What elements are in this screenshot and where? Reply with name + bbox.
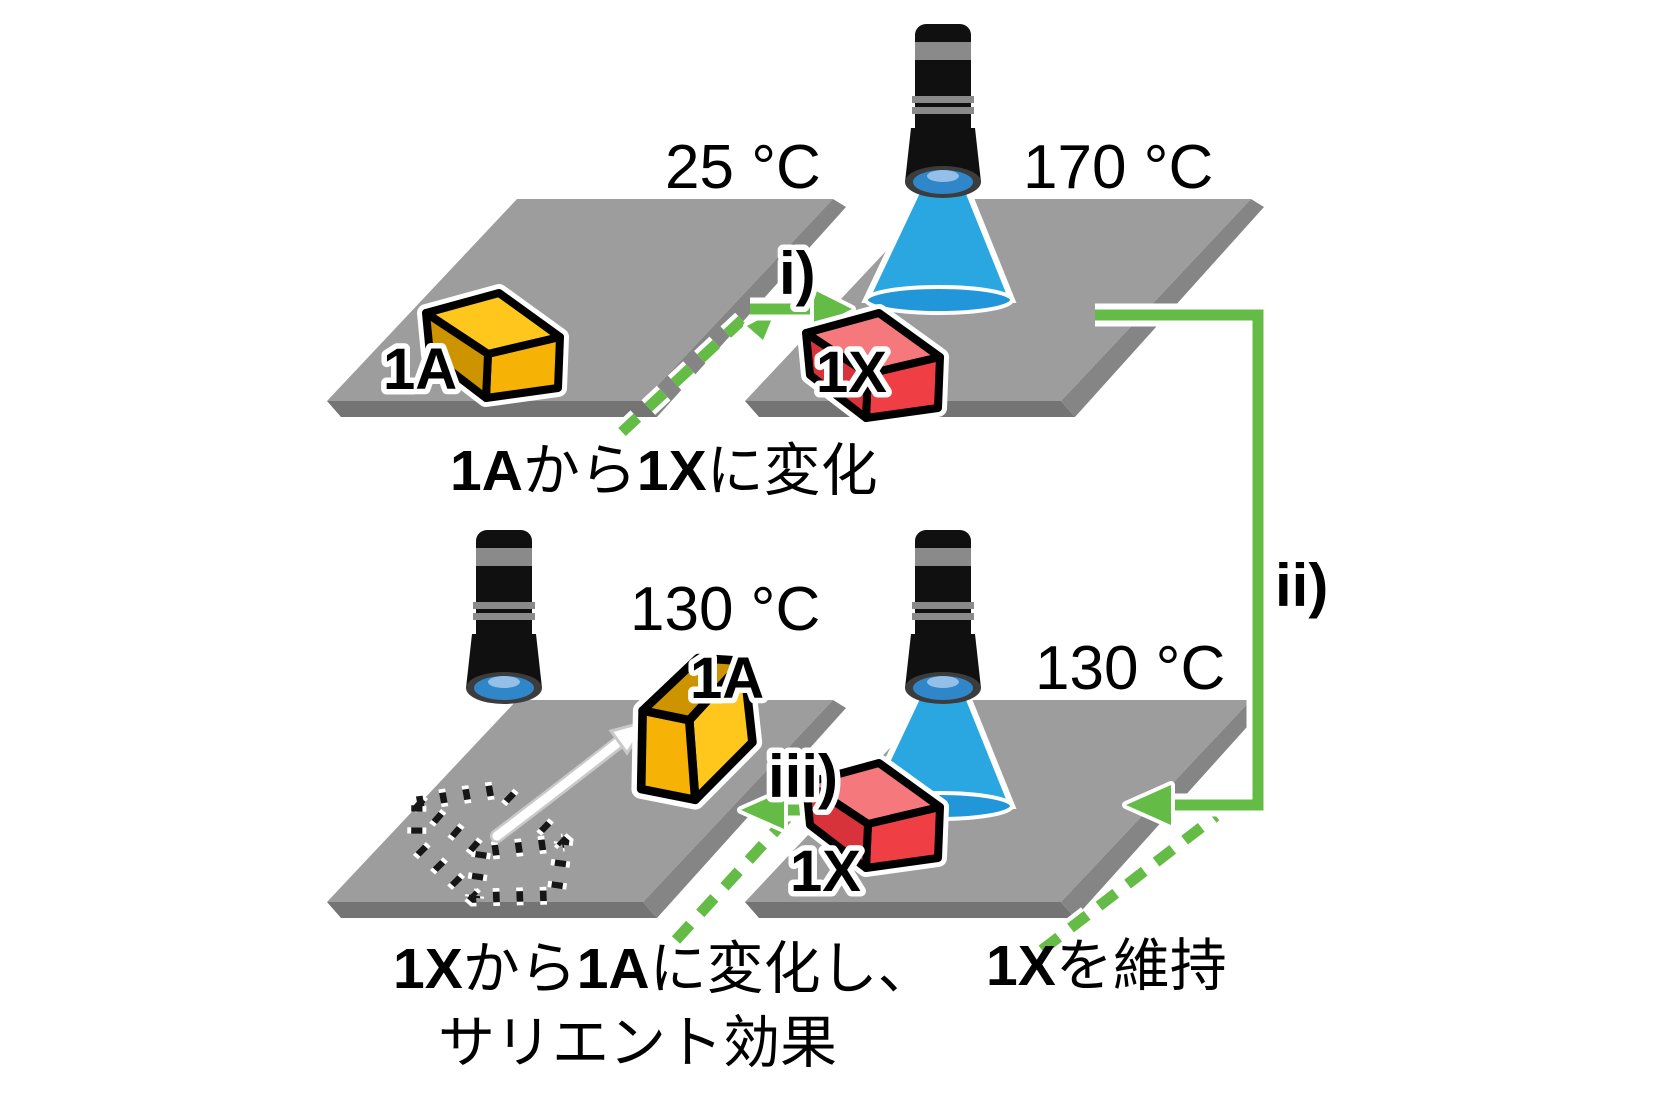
arrow-step-i bbox=[750, 286, 856, 332]
arrow-step-ii bbox=[1095, 303, 1270, 829]
temperature-label-top-right: 170 °C bbox=[1023, 133, 1213, 202]
step-label-i: i) bbox=[779, 240, 816, 307]
caption-bottom-right-maintain: 1Xを維持 bbox=[986, 934, 1227, 998]
temperature-label-bottom-right: 130 °C bbox=[1035, 634, 1225, 703]
crystal-label-bottom-left: 1A bbox=[690, 646, 764, 711]
caption-top-transition: 1Aから1Xに変化 bbox=[450, 439, 878, 503]
crystal-label-top-right: 1X bbox=[816, 340, 887, 405]
caption-bottom-left-line1: 1Xから1Aに変化し、 bbox=[393, 937, 935, 1001]
crystal-label-top-left: 1A bbox=[383, 337, 457, 402]
step-label-ii: ii) bbox=[1275, 552, 1328, 619]
dashed-connector-bottom-left bbox=[668, 809, 797, 947]
step-label-iii: iii) bbox=[768, 743, 838, 810]
uv-flashlight-bottom-left bbox=[466, 530, 542, 704]
uv-flashlight-bottom-right bbox=[905, 530, 981, 704]
crystal-label-bottom-right: 1X bbox=[790, 839, 861, 904]
temperature-label-top-left: 25 °C bbox=[665, 133, 821, 202]
dashed-connector-bottom-right bbox=[1035, 808, 1223, 958]
temperature-label-bottom-left: 130 °C bbox=[630, 575, 820, 644]
uv-flashlight-top-right bbox=[905, 24, 981, 198]
caption-bottom-left-line2: サリエント効果 bbox=[438, 1011, 837, 1075]
